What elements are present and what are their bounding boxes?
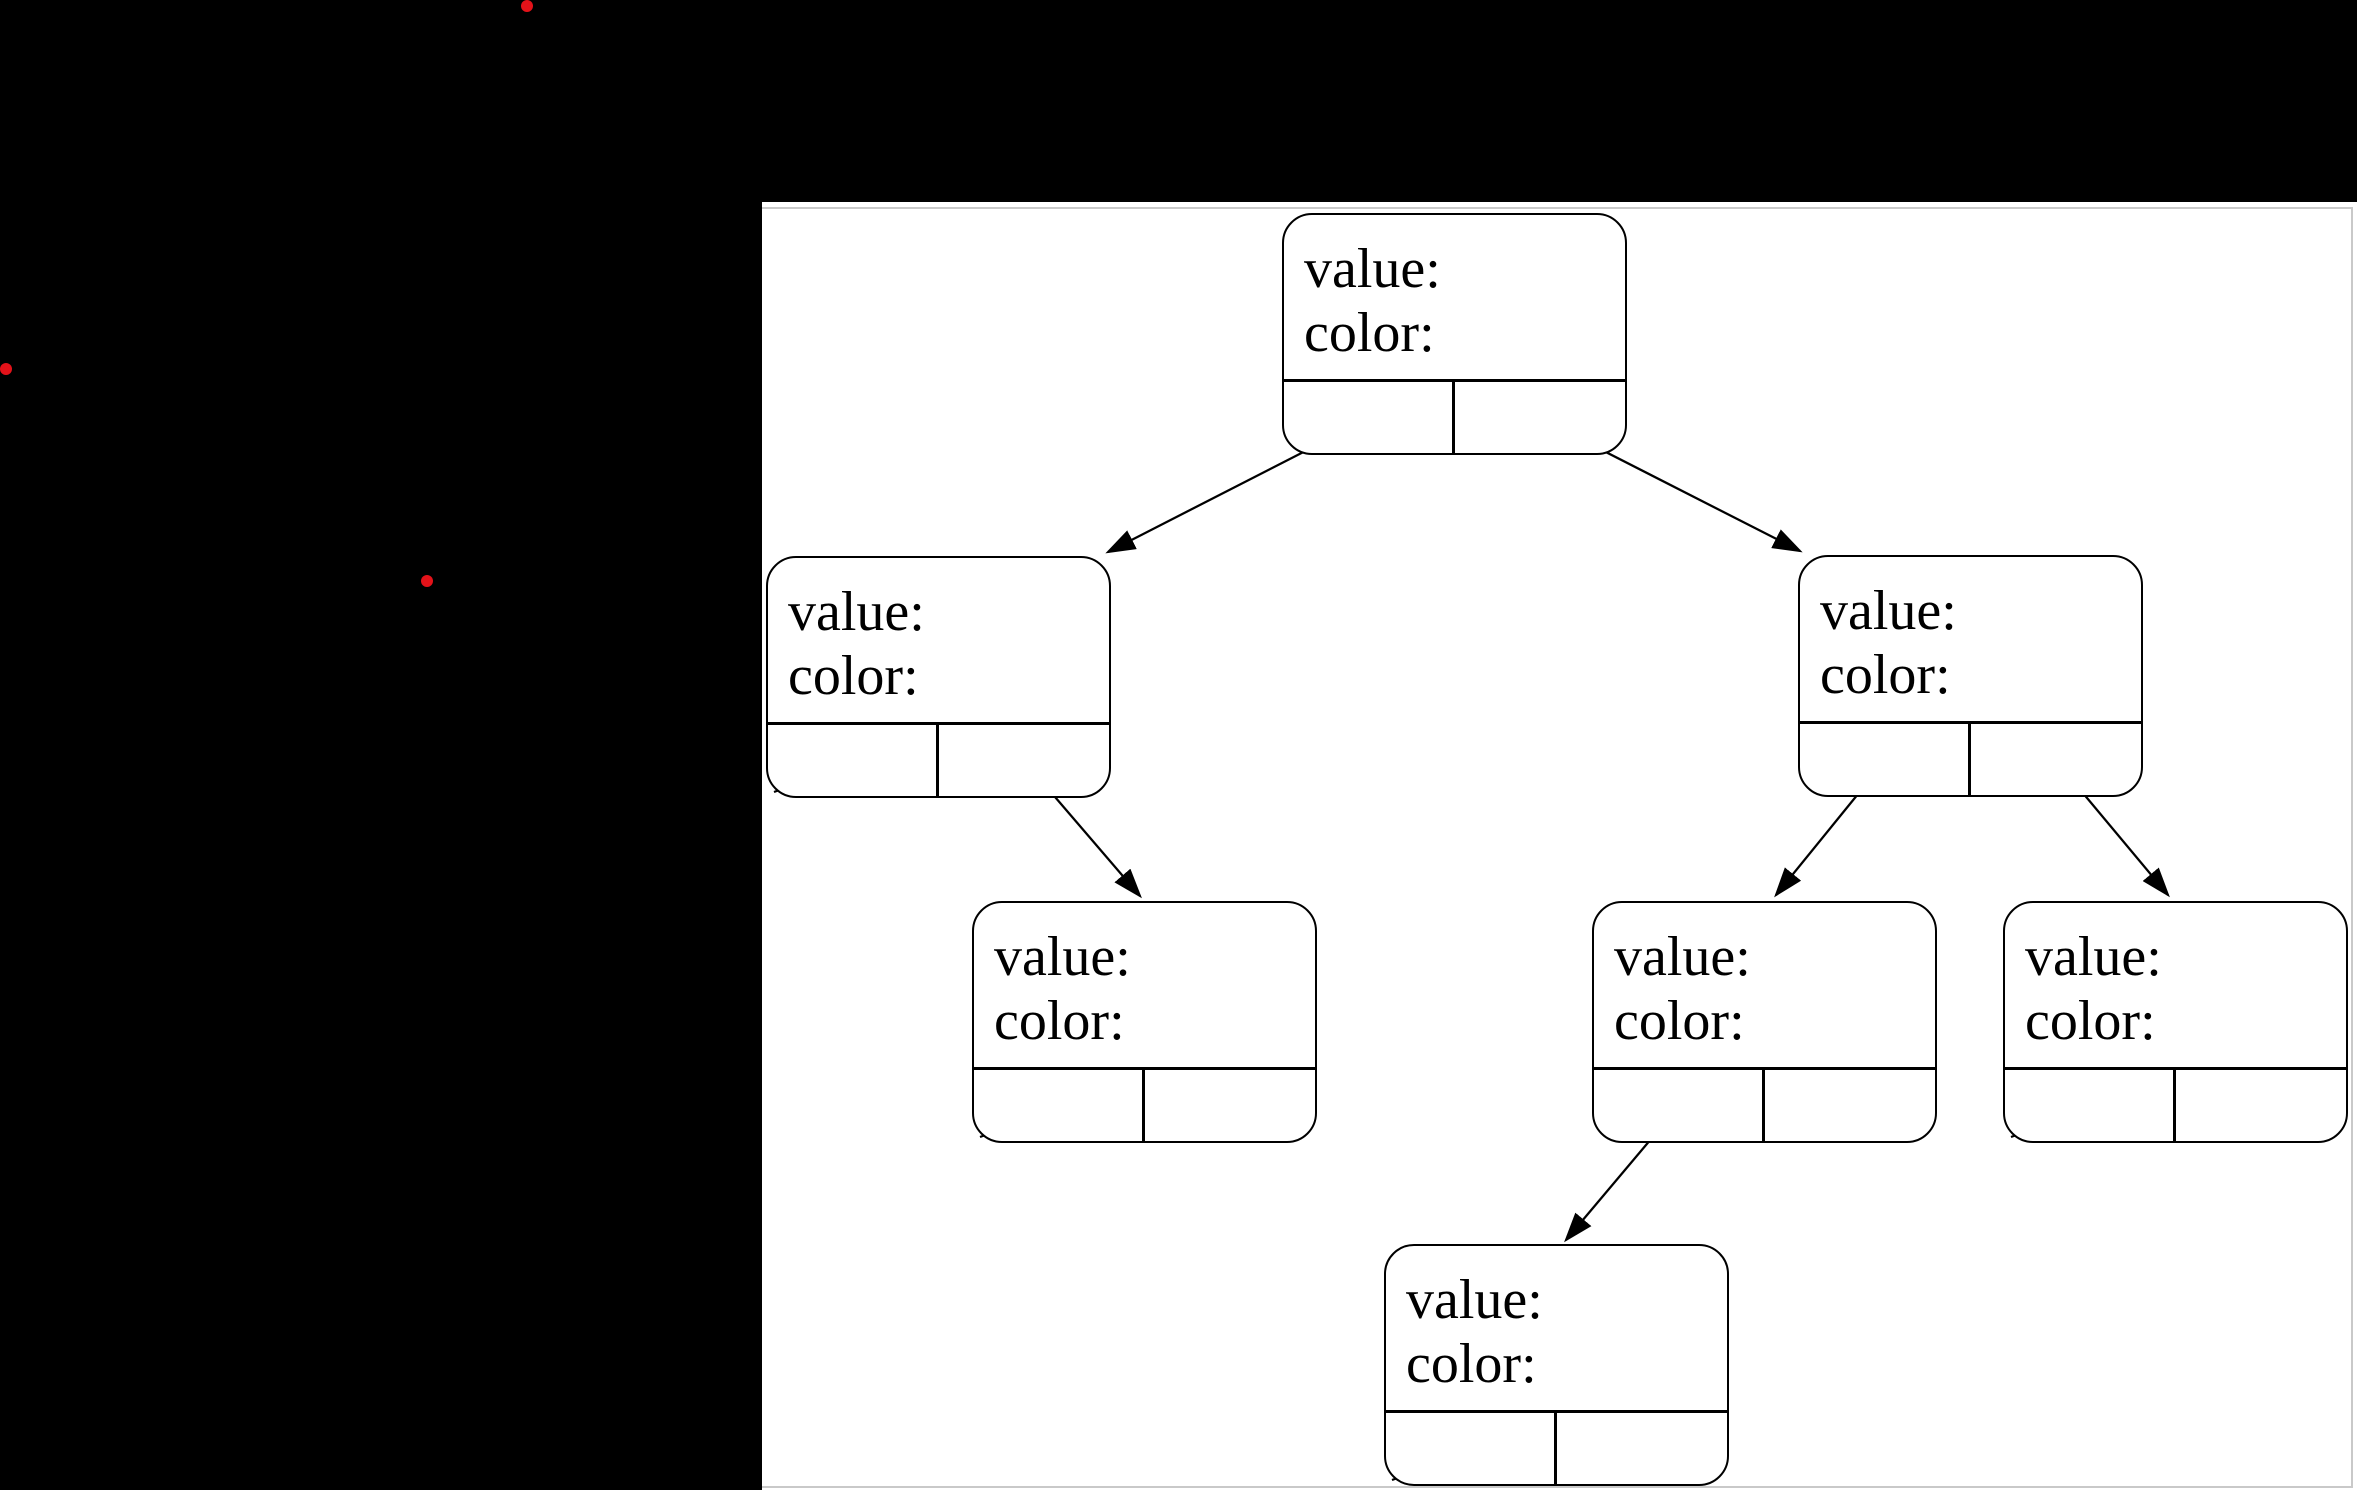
tree-node-great-grandchild: value:color:	[1384, 1244, 1729, 1486]
value-label: value:	[2025, 926, 2162, 988]
left-child-pointer-cell	[974, 1070, 1145, 1141]
left-child-pointer-cell	[1386, 1413, 1557, 1484]
right-child-pointer-cell	[2176, 1070, 2347, 1141]
left-child-pointer-cell	[1800, 724, 1971, 795]
tree-node-right-left-grandchild: value:color:	[1592, 901, 1937, 1143]
pointer-row	[2005, 1067, 2346, 1141]
right-child-pointer-cell	[1455, 382, 1626, 453]
right-child-pointer-cell	[1971, 724, 2142, 795]
color-label: color:	[2025, 990, 2156, 1052]
node-fields: value:color:	[768, 558, 1109, 708]
color-label: color:	[994, 990, 1125, 1052]
value-label: value:	[1304, 238, 1441, 300]
right-child-pointer-cell	[1557, 1413, 1728, 1484]
value-label: value:	[1406, 1269, 1543, 1331]
pointer-row	[974, 1067, 1315, 1141]
click-marker-dot-2	[0, 363, 12, 375]
left-child-pointer-cell	[1594, 1070, 1765, 1141]
click-marker-dot-3	[421, 575, 433, 587]
pointer-row	[1594, 1067, 1935, 1141]
pointer-row	[1386, 1410, 1727, 1484]
left-child-pointer-cell	[1284, 382, 1455, 453]
tree-node-right-child: value:color:	[1798, 555, 2143, 797]
page-edge-border	[762, 207, 2353, 1488]
color-label: color:	[1304, 302, 1435, 364]
node-fields: value:color:	[1800, 557, 2141, 707]
color-label: color:	[1614, 990, 1745, 1052]
color-label: color:	[1820, 644, 1951, 706]
node-fields: value:color:	[2005, 903, 2346, 1053]
pointer-row	[1284, 379, 1625, 453]
color-label: color:	[788, 645, 919, 707]
value-label: value:	[994, 926, 1131, 988]
tree-node-left-right-grandchild: value:color:	[972, 901, 1317, 1143]
right-child-pointer-cell	[939, 725, 1110, 796]
tree-node-left-child: value:color:	[766, 556, 1111, 798]
right-child-pointer-cell	[1765, 1070, 1936, 1141]
value-label: value:	[1614, 926, 1751, 988]
color-label: color:	[1406, 1333, 1537, 1395]
node-fields: value:color:	[1594, 903, 1935, 1053]
pointer-row	[1800, 721, 2141, 795]
node-fields: value:color:	[1284, 215, 1625, 365]
right-child-pointer-cell	[1145, 1070, 1316, 1141]
tree-node-right-right-grandchild: value:color:	[2003, 901, 2348, 1143]
pointer-row	[768, 722, 1109, 796]
node-fields: value:color:	[1386, 1246, 1727, 1396]
left-child-pointer-cell	[2005, 1070, 2176, 1141]
left-child-pointer-cell	[768, 725, 939, 796]
value-label: value:	[788, 581, 925, 643]
tree-node-root: value:color:	[1282, 213, 1627, 455]
value-label: value:	[1820, 580, 1957, 642]
node-fields: value:color:	[974, 903, 1315, 1053]
click-marker-dot-1	[521, 0, 533, 12]
